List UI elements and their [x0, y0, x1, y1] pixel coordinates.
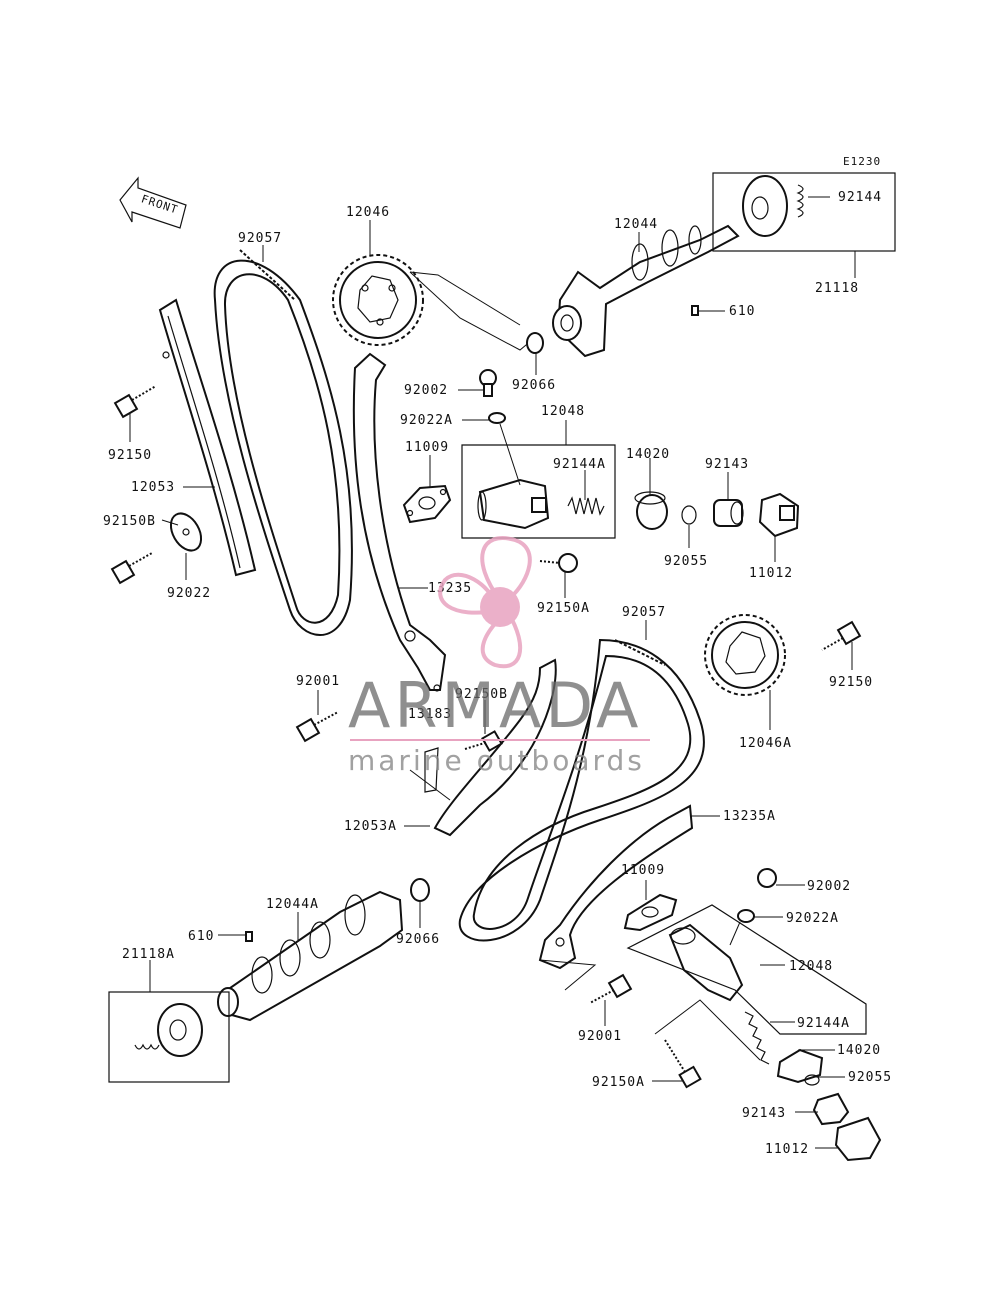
label-92143-bottom[interactable]: 92143 [742, 1106, 786, 1121]
label-92057-top[interactable]: 92057 [238, 231, 282, 246]
label-92002-bottom[interactable]: 92002 [807, 879, 851, 894]
label-13235A[interactable]: 13235A [723, 809, 776, 824]
label-21118[interactable]: 21118 [815, 281, 859, 296]
spacer-92143-top [713, 499, 744, 527]
label-21118A[interactable]: 21118A [122, 947, 175, 962]
label-11009-top[interactable]: 11009 [405, 440, 449, 455]
label-11012-bottom[interactable]: 11012 [765, 1142, 809, 1157]
label-92144A-top[interactable]: 92144A [553, 457, 606, 472]
label-92022[interactable]: 92022 [167, 586, 211, 601]
label-12046A[interactable]: 12046A [739, 736, 792, 751]
gasket-11009-top [402, 484, 452, 524]
label-92055-bottom[interactable]: 92055 [848, 1070, 892, 1085]
cap-bolt-11012-bottom [834, 1116, 882, 1162]
cam-chain-92057-top [213, 249, 353, 636]
label-12048-top[interactable]: 12048 [541, 404, 585, 419]
label-12044A[interactable]: 12044A [266, 897, 319, 912]
label-92144A-bottom[interactable]: 92144A [797, 1016, 850, 1031]
pin-92066-bottom [410, 878, 430, 902]
bolt-92150-right [821, 620, 862, 651]
sprocket-12046A [704, 614, 786, 696]
cam-plate-21118A [108, 991, 230, 1083]
tensioner-12048-top [461, 369, 616, 539]
label-11012-top[interactable]: 11012 [749, 566, 793, 581]
tensioner-12048-bottom [626, 868, 867, 1065]
label-92150-left[interactable]: 92150 [108, 448, 152, 463]
chain-guide-13235A [538, 804, 694, 970]
label-14020-top[interactable]: 14020 [626, 447, 670, 462]
label-92022A-top[interactable]: 92022A [400, 413, 453, 428]
label-92143-top[interactable]: 92143 [705, 457, 749, 472]
label-12053[interactable]: 12053 [131, 480, 175, 495]
bolt-92150-left [113, 385, 157, 419]
label-92150B-left[interactable]: 92150B [103, 514, 156, 529]
chain-guide-12053A [433, 658, 557, 837]
camshaft-12044A [217, 890, 404, 1022]
front-arrow-icon: FRONT [119, 176, 187, 229]
chain-guide-13235 [352, 352, 447, 692]
cap-14020-top [634, 491, 668, 530]
label-92002-top[interactable]: 92002 [404, 383, 448, 398]
cap-bolt-11012-top [758, 492, 800, 538]
label-92150A-mid[interactable]: 92150A [537, 601, 590, 616]
label-12048-bottom[interactable]: 12048 [789, 959, 833, 974]
label-92144[interactable]: 92144 [838, 190, 882, 205]
gasket-11009-bottom [623, 893, 678, 932]
oring-92055-bottom [804, 1074, 820, 1086]
leader-lines [129, 196, 856, 1149]
label-92150-right[interactable]: 92150 [829, 675, 873, 690]
watermark-tagline: marine outboards [348, 744, 645, 777]
label-92066-top[interactable]: 92066 [512, 378, 556, 393]
bolt-92001-bottom [539, 959, 633, 1004]
label-92150A-bottom[interactable]: 92150A [592, 1075, 645, 1090]
part-labels: 92144 21118 610 12044 12046 92057 92066 … [103, 190, 892, 1157]
diagram-code: E1230 [843, 155, 881, 168]
bracket-13183 [409, 747, 451, 801]
watermark: ARMADA marine outboards [348, 536, 650, 777]
watermark-brand: ARMADA [348, 669, 642, 742]
label-12044[interactable]: 12044 [614, 217, 658, 232]
label-13183[interactable]: 13183 [408, 707, 452, 722]
bolt-92001-left [295, 711, 339, 743]
label-92055-top[interactable]: 92055 [664, 554, 708, 569]
label-92022A-bottom[interactable]: 92022A [786, 911, 839, 926]
cam-chain-92057-bottom [458, 638, 705, 942]
pin-92066-top [526, 332, 544, 354]
label-92001-bottom[interactable]: 92001 [578, 1029, 622, 1044]
label-13235[interactable]: 13235 [428, 581, 472, 596]
label-11009-bottom[interactable]: 11009 [621, 863, 665, 878]
label-12046[interactable]: 12046 [346, 205, 390, 220]
propeller-logo-icon [438, 536, 532, 669]
label-92001-left[interactable]: 92001 [296, 674, 340, 689]
oring-92055-top [681, 505, 697, 525]
label-92057-mid[interactable]: 92057 [622, 605, 666, 620]
label-12053A[interactable]: 12053A [344, 819, 397, 834]
bolt-92150A-bottom [654, 999, 761, 1089]
chain-guide-12053 [158, 298, 257, 577]
label-610-bottom[interactable]: 610 [188, 929, 214, 944]
sprocket-12046 [332, 254, 424, 346]
label-14020-bottom[interactable]: 14020 [837, 1043, 881, 1058]
camshaft-12044 [552, 172, 896, 358]
bolt-92150A-mid [539, 553, 578, 573]
label-92066-bottom[interactable]: 92066 [396, 932, 440, 947]
bolt-92150B-left [110, 552, 153, 585]
spacer-92143-bottom [812, 1092, 850, 1126]
washer-92022 [169, 512, 203, 552]
label-92150B-mid[interactable]: 92150B [455, 687, 508, 702]
label-610-top[interactable]: 610 [729, 304, 755, 319]
